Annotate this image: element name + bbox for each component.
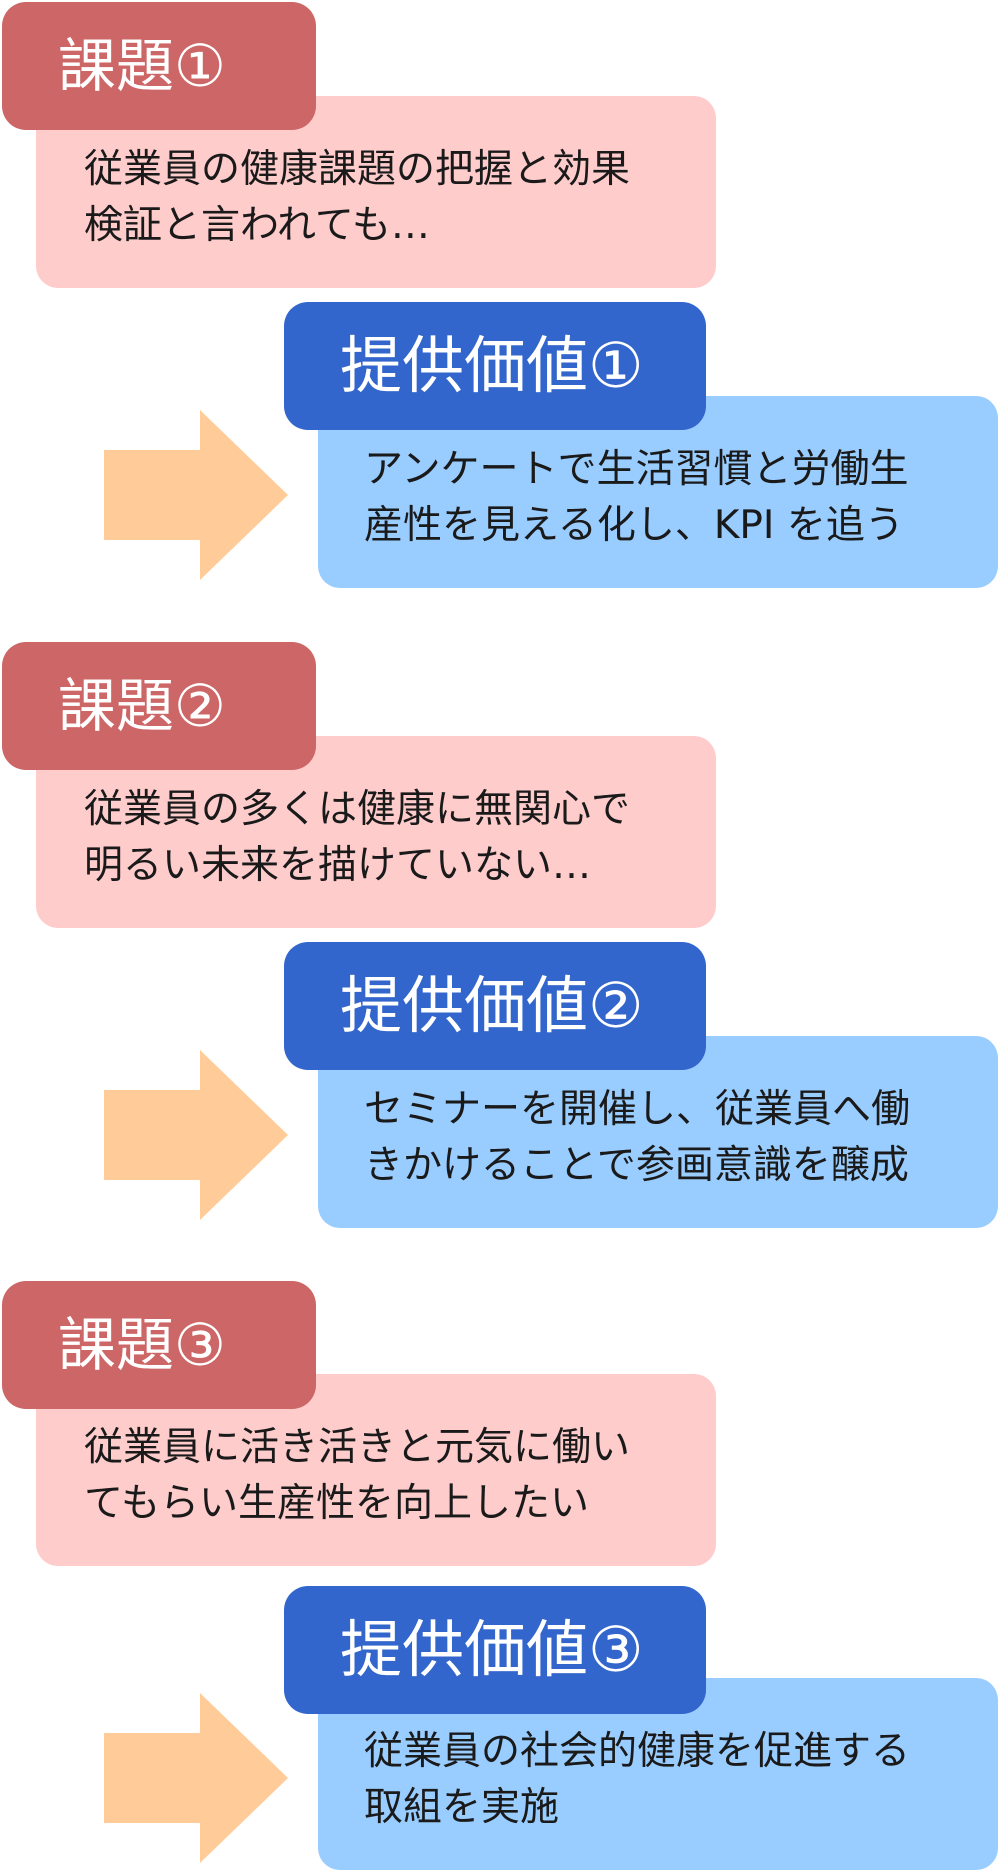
solution-text-line: 産性を見える化し、KPI を追う [364,503,904,548]
issue-text-line: 従業員の多くは健康に無関心で [84,787,631,832]
issue-tab-3: 課題③ [2,1281,316,1409]
issue-text-line: てもらい生産性を向上したい [84,1481,590,1526]
issue-tab-2: 課題② [2,642,316,770]
solution-text-line: きかけることで参画意識を醸成 [364,1143,909,1188]
issue-text-line: 明るい未来を描けていない… [84,843,592,888]
solution-text-line: 取組を実施 [364,1785,560,1830]
issue-text-line: 従業員に活き活きと元気に働い [84,1425,631,1470]
issue-box-1: 従業員の健康課題の把握と効果 検証と言われても… [36,96,716,288]
right-arrow-icon [104,410,288,580]
solution-text-line: セミナーを開催し、従業員へ働 [364,1087,911,1132]
issue-tab-1: 課題① [2,2,316,130]
solution-tab-1: 提供価値① [284,302,706,430]
right-arrow-icon [104,1050,288,1220]
issue-text-line: 従業員の健康課題の把握と効果 [84,147,631,192]
solution-text-line: 従業員の社会的健康を促進する [364,1729,911,1774]
solution-tab-3: 提供価値③ [284,1586,706,1714]
issue-text-line: 検証と言われても… [84,203,430,248]
solution-text-line: アンケートで生活習慣と労働生 [364,447,909,492]
solution-tab-2: 提供価値② [284,942,706,1070]
right-arrow-icon [104,1693,288,1863]
issue-box-3: 従業員に活き活きと元気に働い てもらい生産性を向上したい [36,1374,716,1566]
